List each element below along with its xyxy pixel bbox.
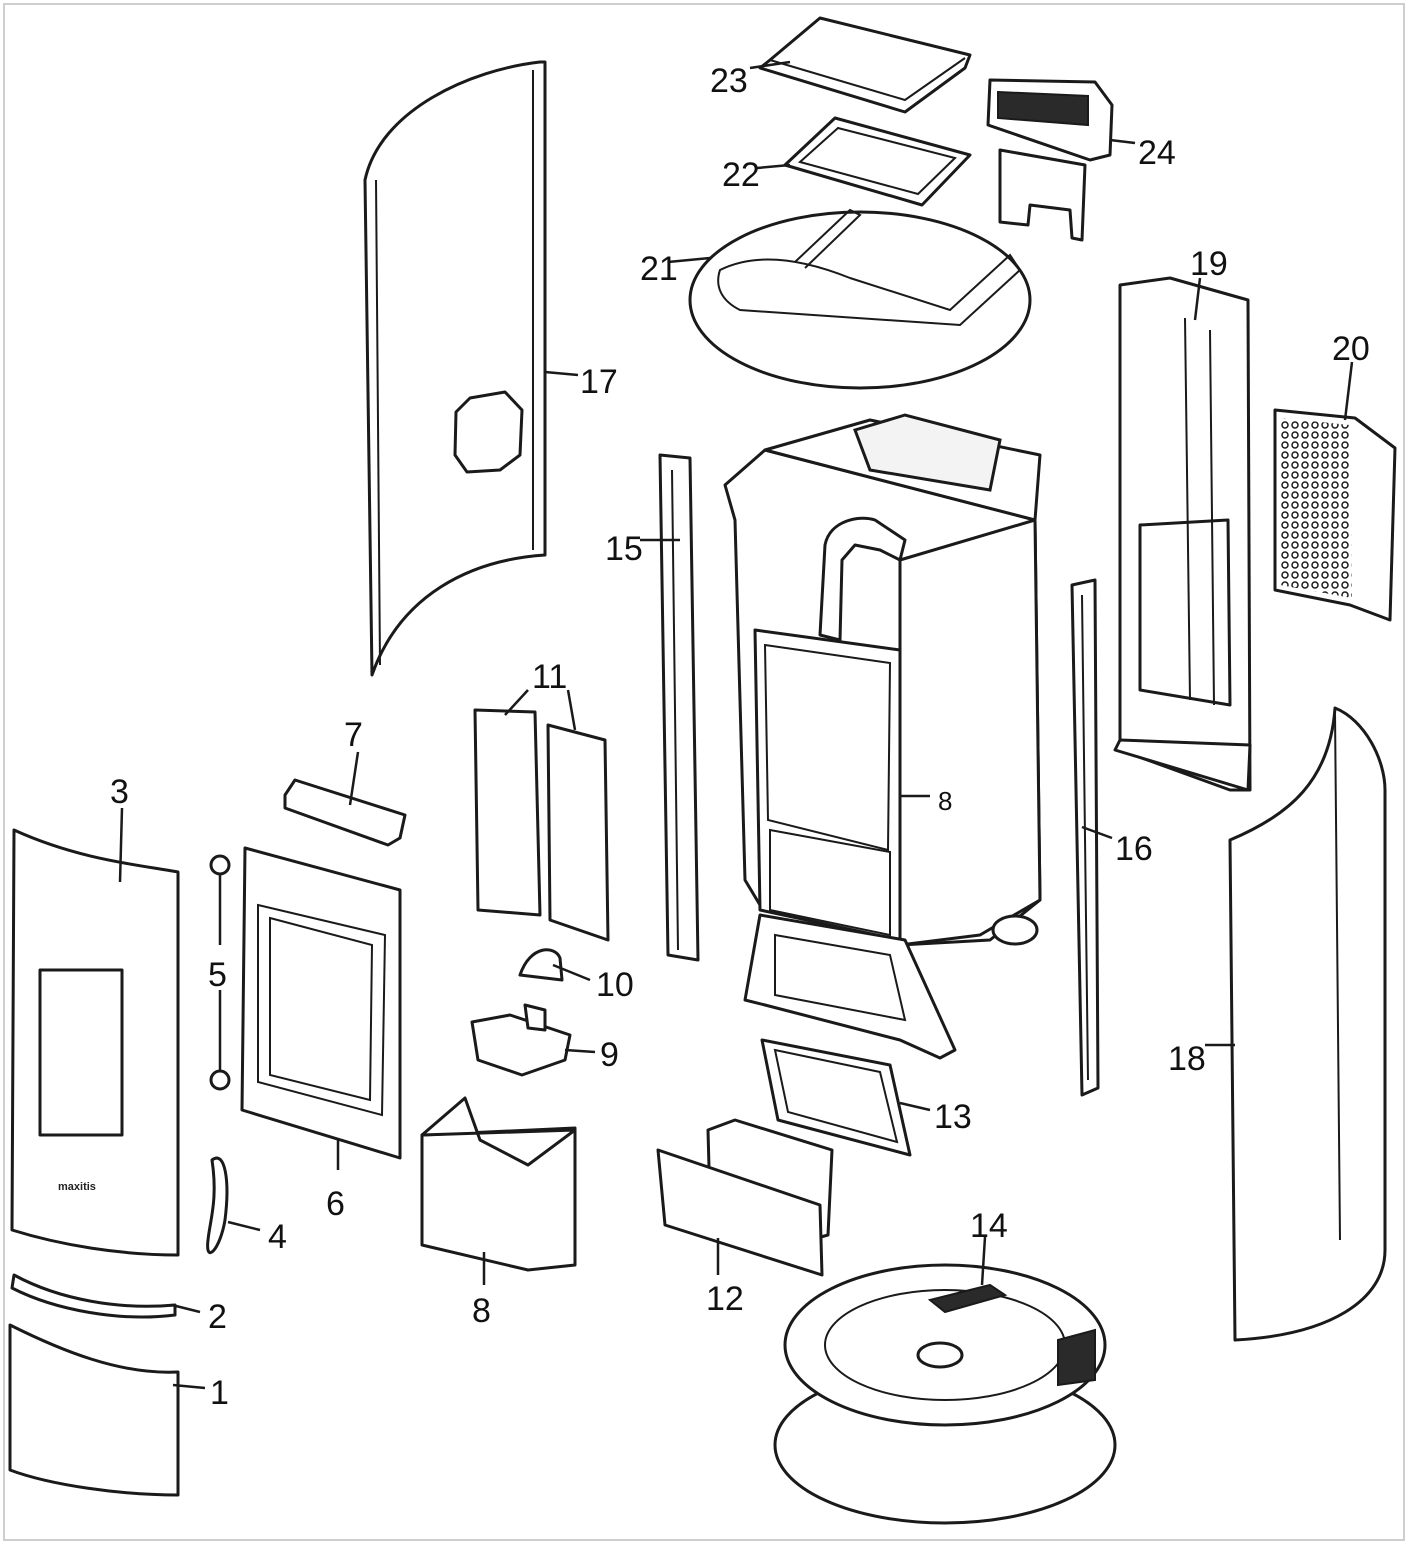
callout-18: 18 (1168, 1040, 1206, 1078)
callout-23: 23 (710, 62, 748, 100)
part-11-vermiculite-plates (473, 708, 610, 942)
callout-11: 11 (532, 658, 567, 696)
part-19-rear-frame (1113, 276, 1252, 792)
callout-10: 10 (596, 966, 634, 1004)
callout-20: 20 (1332, 330, 1370, 368)
callout-4: 4 (268, 1218, 287, 1256)
leader-lines (118, 60, 1354, 1390)
part-21-top-cover (688, 208, 1032, 390)
callout-15: 15 (605, 530, 643, 568)
callout-21: 21 (640, 250, 678, 288)
callout-12: 12 (706, 1280, 744, 1318)
frame-border (3, 3, 1405, 1541)
callout-6: 6 (326, 1185, 345, 1223)
part-18-right-panel (1228, 706, 1387, 1342)
callout-1: 1 (210, 1374, 229, 1412)
part-9-burn-pot (470, 1003, 572, 1077)
part-5-hinges (209, 854, 231, 1091)
callout-22: 22 (722, 156, 760, 194)
callout-3: 3 (110, 773, 129, 811)
part-1-bottom-cover (8, 1323, 180, 1497)
part-16-right-rail (1070, 578, 1100, 1097)
part-10-small-deflector (518, 948, 564, 982)
part-2-handle (10, 1273, 177, 1319)
part-22-gasket-frame (783, 116, 972, 207)
part-3-front-panel: maxitis (10, 828, 180, 1257)
callout-16: 16 (1115, 830, 1153, 868)
callout-7: 7 (344, 716, 363, 754)
callout-17: 17 (580, 363, 618, 401)
part-12-plate-box (656, 1118, 834, 1277)
part-17-side-panel (363, 60, 547, 677)
callout-8-ash-box: 8 (472, 1292, 491, 1330)
brand-mark: maxitis (58, 1181, 96, 1193)
callout-14: 14 (970, 1207, 1008, 1245)
callouts: 1 2 3 4 5 6 7 8 8 9 10 11 12 13 14 15 16… (110, 62, 1370, 1412)
callout-8-body: 8 (938, 786, 952, 816)
part-13-gasket (760, 1038, 912, 1157)
part-4-tool (206, 1156, 229, 1255)
callout-2: 2 (208, 1298, 227, 1336)
part-23-top-lid (758, 16, 972, 114)
part-14-base-plate (773, 1263, 1117, 1525)
part-15-left-rail (658, 453, 700, 962)
part-7-deflector (283, 778, 407, 847)
callout-9: 9 (600, 1036, 619, 1074)
callout-19: 19 (1190, 245, 1228, 283)
callout-24: 24 (1138, 134, 1176, 172)
main-stove-body (723, 413, 1042, 1060)
part-20-mesh-grille (1273, 408, 1397, 622)
part-24-control-bracket (986, 78, 1114, 242)
part-8-ash-box (420, 1096, 577, 1272)
callout-13: 13 (934, 1098, 972, 1136)
callout-5: 5 (208, 956, 227, 994)
part-6-door (240, 846, 402, 1160)
